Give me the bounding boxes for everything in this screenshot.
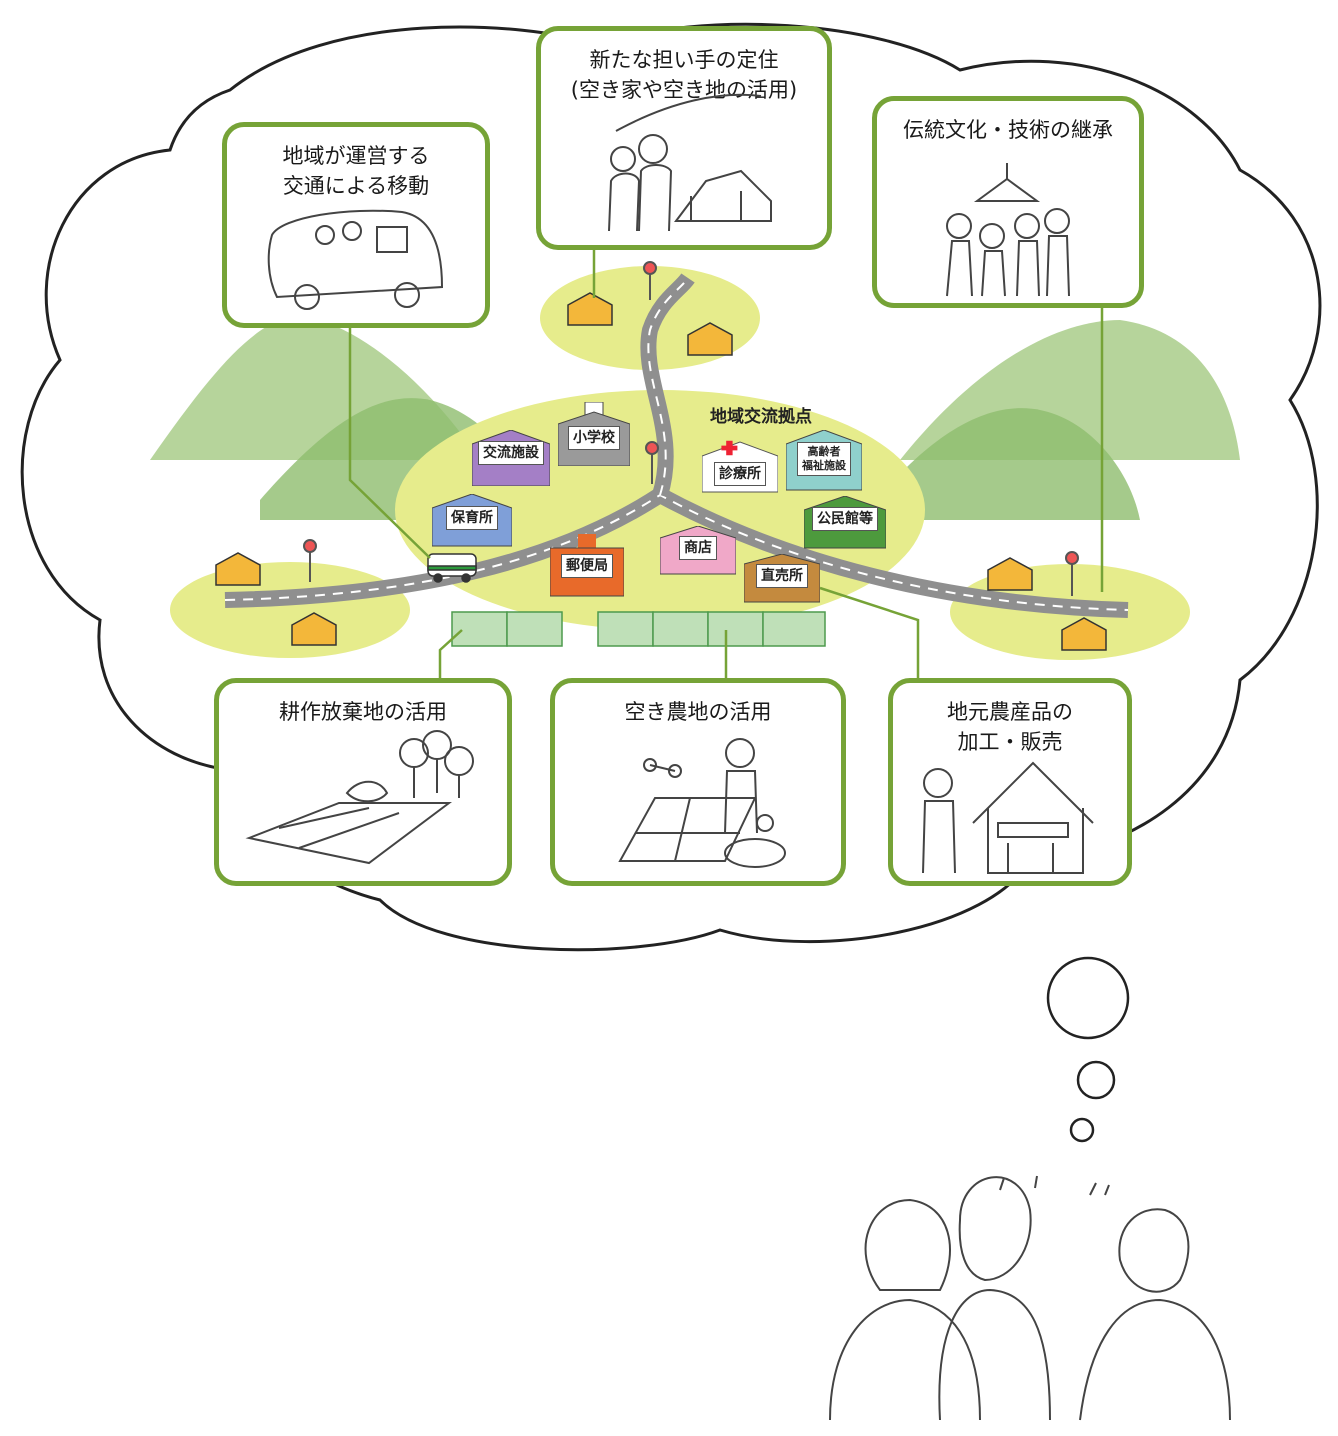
field-left xyxy=(451,611,563,647)
hub-title: 地域交流拠点 xyxy=(710,407,812,427)
facility-label: 公民館等 xyxy=(812,507,878,531)
facility-label: 高齢者 福祉施設 xyxy=(797,442,851,476)
card-title: 地元農産品の 加工・販売 xyxy=(947,700,1073,754)
facility-shop: 商店 xyxy=(660,526,736,575)
thought-bubble-medium xyxy=(1076,1060,1116,1100)
facility-label: 保育所 xyxy=(446,506,498,530)
facility-label: 交流施設 xyxy=(478,441,544,465)
couple-house-icon xyxy=(608,93,772,232)
field-trees-icon xyxy=(245,730,474,865)
thought-bubble-small xyxy=(1069,1117,1095,1143)
connector-lines xyxy=(348,248,1104,686)
facility-elderly-welfare: 高齢者 福祉施設 xyxy=(786,430,862,491)
card-community-transport: 地域が運営する 交通による移動 xyxy=(222,122,490,328)
card-title: 空き農地の活用 xyxy=(624,700,772,724)
card-title: 新たな担い手の定住 (空き家や空き地の活用) xyxy=(570,48,798,102)
card-title: 耕作放棄地の活用 xyxy=(279,700,447,724)
facility-post-office: 郵便局 xyxy=(550,534,624,597)
facility-label: 郵便局 xyxy=(561,554,613,578)
card-local-products: 地元農産品の 加工・販売 xyxy=(888,678,1132,886)
card-vacant-farmland: 空き農地の活用 xyxy=(550,678,846,886)
facility-clinic: 診療所 xyxy=(702,440,778,493)
card-title: 伝統文化・技術の継承 xyxy=(903,118,1113,142)
mountain-right-2 xyxy=(860,408,1140,520)
ground-left xyxy=(170,562,410,658)
farmer-drone-icon xyxy=(618,738,786,868)
card-abandoned-farmland: 耕作放棄地の活用 xyxy=(214,678,512,886)
facility-label: 商店 xyxy=(679,536,717,560)
restaurant-farmer-icon xyxy=(922,761,1094,874)
thought-bubble-large xyxy=(1046,956,1130,1040)
villagers-icon xyxy=(829,1175,1231,1421)
facility-label: 直売所 xyxy=(756,564,808,588)
card-new-settlers: 新たな担い手の定住 (空き家や空き地の活用) xyxy=(536,26,832,250)
festival-people-icon xyxy=(946,163,1070,297)
bus-stop-icon xyxy=(303,261,1079,596)
road-north-dash xyxy=(647,277,689,496)
card-title: 地域が運営する 交通による移動 xyxy=(282,144,430,198)
van-icon xyxy=(427,553,477,583)
field-right xyxy=(597,611,826,647)
card-tradition-succession: 伝統文化・技術の継承 xyxy=(872,96,1144,308)
facility-exchange: 交流施設 xyxy=(472,430,550,486)
facility-label: 小学校 xyxy=(568,426,620,450)
facility-label: 診療所 xyxy=(714,462,766,486)
house-icon xyxy=(215,292,1107,651)
facility-direct-sales: 直売所 xyxy=(744,554,820,603)
road-main-dash xyxy=(224,493,1129,611)
facility-school: 小学校 xyxy=(558,402,630,466)
van-icon xyxy=(267,209,444,310)
facility-community-hall: 公民館等 xyxy=(804,496,886,549)
facility-nursery: 保育所 xyxy=(432,494,512,547)
